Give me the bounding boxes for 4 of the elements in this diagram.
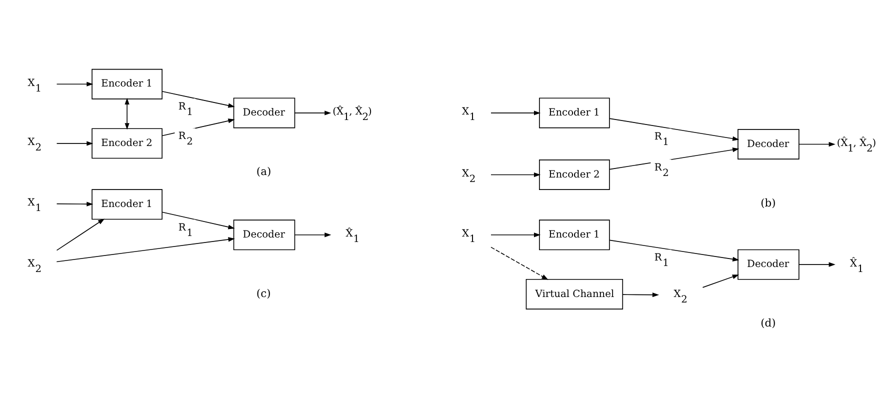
label: (c)	[256, 287, 271, 300]
label: (a)	[256, 165, 272, 178]
label: (b)	[760, 196, 776, 210]
label: (d)	[760, 316, 776, 330]
